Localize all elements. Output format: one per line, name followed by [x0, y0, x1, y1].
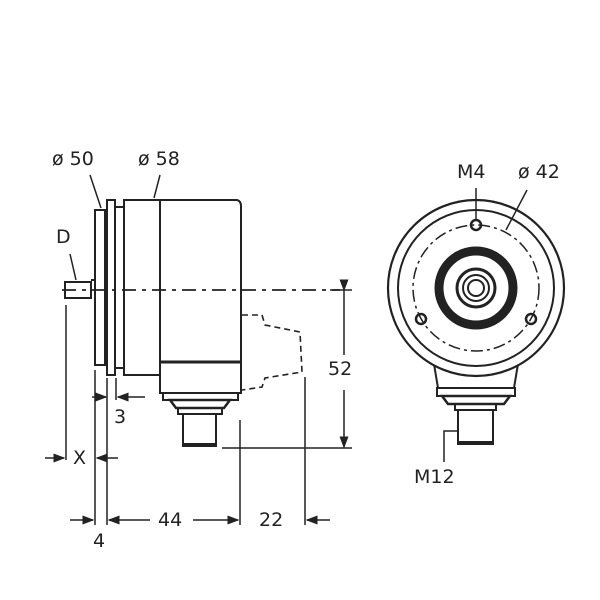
angled-connector-outline [241, 314, 303, 391]
body-length-label: 44 [158, 509, 183, 531]
mount-hole-top [469, 218, 483, 232]
front-view [386, 188, 566, 462]
body-diameter-label: ø 58 [138, 148, 180, 170]
flange-plate [94, 209, 106, 366]
shaft-label: D [56, 226, 71, 248]
mount-hole-right [524, 312, 538, 326]
connector-thread [182, 413, 217, 447]
flange-ring [106, 199, 116, 376]
flange-step-label: 3 [114, 406, 127, 428]
mount-hole-left [414, 312, 428, 326]
hub [455, 267, 497, 309]
front-connector-thread [457, 409, 494, 445]
connector-thread-label: M12 [414, 466, 455, 488]
mount-thread-label: M4 [457, 161, 486, 183]
side-view [45, 174, 352, 525]
outer-flange [386, 198, 566, 378]
connector-height-label: 52 [328, 358, 353, 380]
bolt-circle [412, 224, 540, 352]
shaft-length-label: X [73, 447, 87, 469]
connector-offset-label: 22 [259, 509, 284, 531]
body-front [123, 199, 161, 376]
bolt-circle-label: ø 42 [518, 161, 560, 183]
housing [159, 199, 242, 394]
black-ring [434, 246, 518, 330]
flange-thickness-label: 4 [93, 530, 106, 552]
flange-diameter-label: ø 50 [52, 148, 94, 170]
